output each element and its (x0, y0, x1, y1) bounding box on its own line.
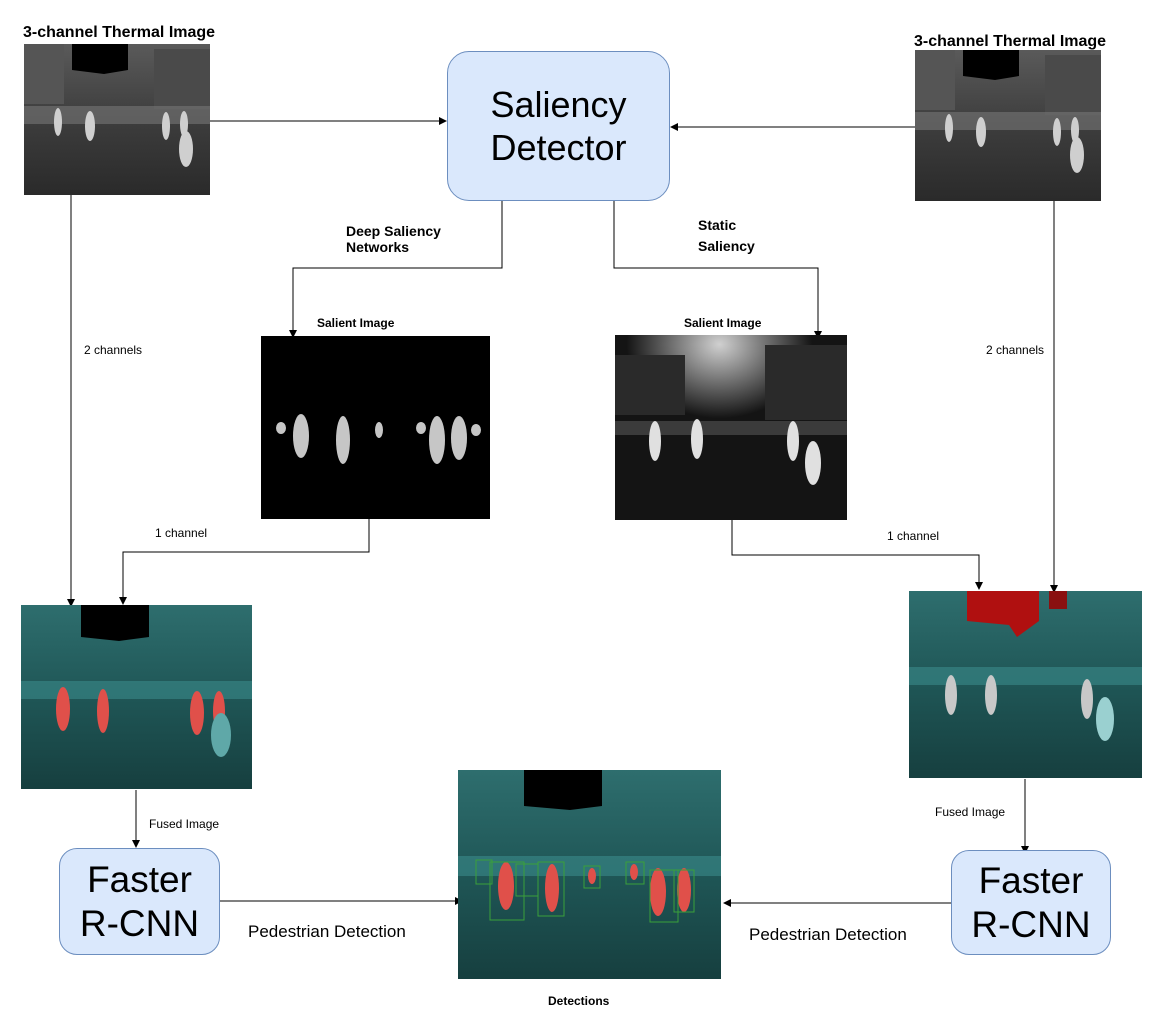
two-channels-left-label: 2 channels (84, 343, 143, 357)
thermal-image-left-label: 3-channel Thermal Image (23, 24, 216, 41)
one-channel-right-label: 1 channel (887, 529, 940, 543)
faster-rcnn-left-line1: Faster (87, 858, 192, 900)
thermal-image-left (24, 44, 210, 195)
detections-label: Detections (548, 994, 610, 1008)
saliency-detector-node: Saliency Detector (447, 51, 670, 201)
salient-image-left (261, 336, 490, 519)
deep-saliency-label-line2: Networks (346, 239, 410, 255)
salient-image-right (615, 335, 847, 520)
faster-rcnn-right-line2: R-CNN (971, 903, 1091, 945)
fused-image-right-label: Fused Image (935, 805, 1006, 819)
salient-image-left-label: Salient Image (317, 316, 395, 330)
deep-saliency-label-line1: Deep Saliency (346, 223, 441, 239)
one-channel-left-label: 1 channel (155, 526, 208, 540)
thermal-image-right-label: 3-channel Thermal Image (914, 33, 1107, 50)
faster-rcnn-right-node: Faster R-CNN (951, 850, 1111, 955)
salient-image-right-label: Salient Image (684, 316, 762, 330)
faster-rcnn-right-line1: Faster (978, 859, 1084, 901)
fused-image-left (21, 605, 252, 789)
static-saliency-label-line2: Saliency (698, 238, 755, 254)
two-channels-right-label: 2 channels (986, 343, 1045, 357)
arrow-static-saliency (613, 201, 822, 339)
saliency-detector-line2: Detector (490, 127, 627, 168)
faster-rcnn-left-line2: R-CNN (79, 902, 200, 944)
arrow-one-channel-left (119, 519, 370, 605)
pedestrian-detection-left-label: Pedestrian Detection (248, 922, 406, 941)
fused-image-left-label: Fused Image (149, 817, 220, 831)
faster-rcnn-left-node: Faster R-CNN (59, 848, 220, 955)
fused-image-right (909, 591, 1142, 778)
arrow-deep-saliency (289, 201, 503, 338)
thermal-image-right (915, 50, 1101, 201)
static-saliency-label-line1: Static (698, 217, 737, 233)
arrow-one-channel-right (731, 520, 983, 590)
saliency-detector-line1: Saliency (490, 84, 627, 125)
pedestrian-detection-right-label: Pedestrian Detection (749, 925, 907, 944)
detections-image (458, 770, 721, 979)
